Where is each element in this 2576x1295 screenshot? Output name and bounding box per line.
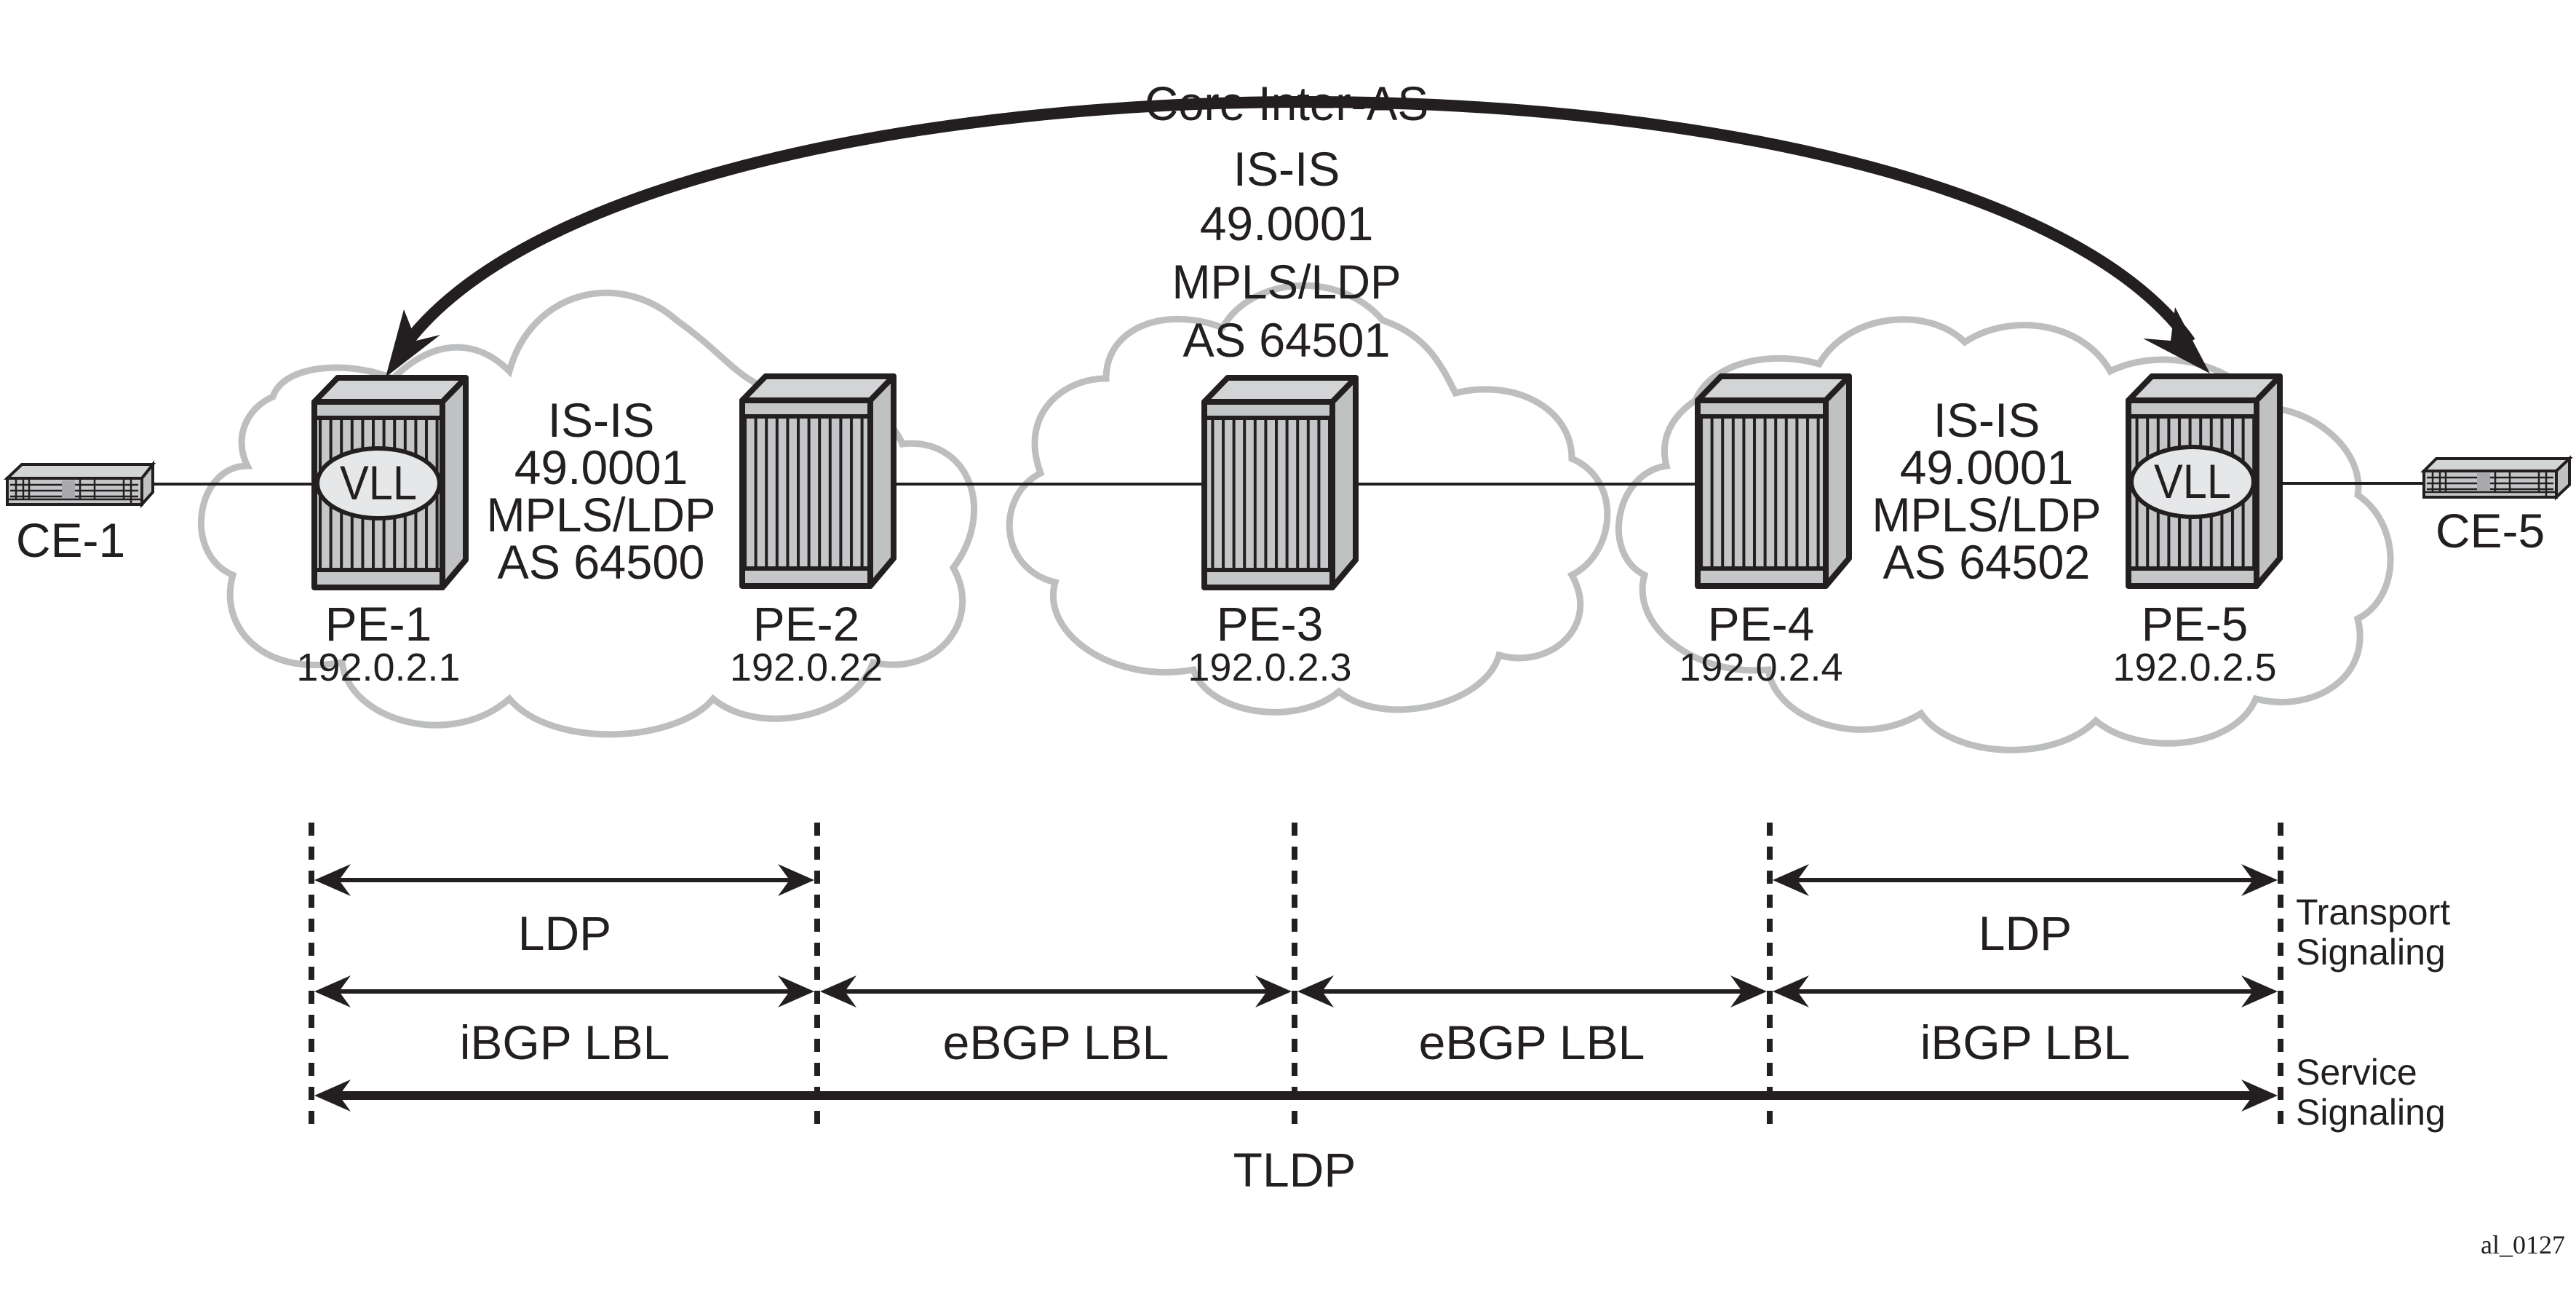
ce-top bbox=[2420, 457, 2574, 472]
bgp-segment-3-label: eBGP LBL bbox=[1419, 1015, 1645, 1069]
arc-arrowhead-right bbox=[2143, 307, 2210, 373]
arrowhead-left bbox=[1773, 864, 1809, 896]
transport-arrow-2 bbox=[1773, 864, 2278, 896]
transport-ldp-right-label: LDP bbox=[1979, 906, 2072, 960]
vll-label: VLL bbox=[340, 456, 417, 510]
arrowhead-left bbox=[1297, 975, 1334, 1007]
bgp-arrow-4 bbox=[1773, 975, 2278, 1007]
arrowhead-right bbox=[1255, 975, 1292, 1007]
arrowhead-right bbox=[1730, 975, 1767, 1007]
pe-5-ip: 192.0.2.5 bbox=[2112, 646, 2276, 689]
vll-label: VLL bbox=[2154, 454, 2231, 508]
domain-as64501-line3: MPLS/LDP bbox=[1172, 255, 1402, 309]
domain-as64500-line1: IS-IS bbox=[548, 393, 655, 447]
arrowhead-right bbox=[778, 864, 814, 896]
domain-label-as64502: IS-IS 49.0001 MPLS/LDP AS 64502 bbox=[1872, 393, 2102, 589]
domain-label-as64501: IS-IS 49.0001 MPLS/LDP AS 64501 bbox=[1172, 142, 1402, 367]
arc-arrowhead-left bbox=[386, 309, 440, 377]
bgp-arrow-2 bbox=[820, 975, 1292, 1007]
pe-3-name: PE-3 bbox=[1217, 597, 1324, 651]
arrowhead-left bbox=[1773, 975, 1809, 1007]
node-labels: PE-1 192.0.2.1 PE-2 192.0.22 PE-3 192.0.… bbox=[296, 597, 2276, 689]
ce-port-block bbox=[62, 480, 75, 498]
signaling-arrows bbox=[314, 864, 2278, 1112]
domain-label-as64500: IS-IS 49.0001 MPLS/LDP AS 64500 bbox=[487, 393, 716, 589]
domain-as64502-line4: AS 64502 bbox=[1883, 535, 2091, 589]
arrowhead-left bbox=[820, 975, 856, 1007]
domain-as64502-line2: 49.0001 bbox=[1900, 440, 2074, 494]
vll-service-badge: VLL bbox=[2129, 445, 2256, 519]
router-side bbox=[440, 375, 469, 590]
tldp-arrow bbox=[314, 1080, 2278, 1112]
ce-top bbox=[3, 463, 156, 480]
signaling-section: LDP LDP iBGP LBL eBGP LBL eBGP LBL iBGP … bbox=[309, 823, 2450, 1197]
arrowhead-right bbox=[2241, 864, 2278, 896]
domain-as64501-line2: 49.0001 bbox=[1200, 197, 1374, 250]
arrowhead-right bbox=[2241, 1080, 2278, 1112]
tldp-label: TLDP bbox=[1233, 1143, 1356, 1197]
transport-signaling-label-line2: Signaling bbox=[2296, 932, 2446, 973]
transport-ldp-left-label: LDP bbox=[518, 906, 611, 960]
router-slots bbox=[1207, 418, 1329, 569]
domain-as64502-line3: MPLS/LDP bbox=[1872, 488, 2102, 542]
router-side bbox=[2254, 373, 2283, 589]
arrowhead-right bbox=[778, 975, 814, 1007]
arrowhead-left bbox=[314, 975, 351, 1007]
arrowhead-left bbox=[314, 1080, 351, 1112]
domain-as64500-line4: AS 64500 bbox=[498, 535, 705, 589]
pe-1-name: PE-1 bbox=[325, 597, 432, 651]
node-boundaries bbox=[309, 823, 2283, 1132]
bgp-arrow-3 bbox=[1297, 975, 1767, 1007]
bgp-segment-2-label: eBGP LBL bbox=[943, 1015, 1169, 1069]
pe-5-name: PE-5 bbox=[2142, 597, 2249, 651]
vll-ellipse bbox=[2129, 445, 2256, 519]
pe-4-router[interactable] bbox=[1695, 373, 1852, 589]
ce-1-device[interactable] bbox=[3, 460, 156, 509]
arrowhead-left bbox=[314, 864, 351, 896]
vll-ellipse bbox=[315, 446, 442, 520]
domain-as64502-line1: IS-IS bbox=[1933, 393, 2040, 447]
core-inter-as-label: Core Inter-AS bbox=[1145, 76, 1428, 130]
bgp-segment-1-label: iBGP LBL bbox=[460, 1015, 670, 1069]
core-inter-as-arc: Core Inter-AS bbox=[386, 76, 2210, 377]
router-side bbox=[1329, 375, 1359, 590]
router-side bbox=[1823, 373, 1852, 589]
pe-2-router[interactable] bbox=[739, 373, 897, 589]
pe-1-router[interactable]: VLL bbox=[311, 375, 469, 590]
ce-5-device[interactable] bbox=[2420, 455, 2574, 501]
pe-5-router[interactable]: VLL bbox=[2126, 373, 2283, 589]
domain-as64500-line2: 49.0001 bbox=[514, 440, 688, 494]
pe-2-ip: 192.0.22 bbox=[730, 646, 883, 689]
vll-service-badge: VLL bbox=[315, 446, 442, 520]
pe-3-ip: 192.0.2.3 bbox=[1188, 646, 1351, 689]
ce-1-label: CE-1 bbox=[16, 513, 125, 567]
pe-3-router[interactable] bbox=[1201, 375, 1359, 590]
router-side bbox=[867, 373, 897, 589]
domain-as64501-line1: IS-IS bbox=[1233, 142, 1340, 196]
bgp-arrow-1 bbox=[314, 975, 814, 1007]
domain-as64500-line3: MPLS/LDP bbox=[487, 488, 716, 542]
bgp-segment-4-label: iBGP LBL bbox=[1920, 1015, 2131, 1069]
router-slots bbox=[1701, 416, 1823, 567]
domain-as64501-line4: AS 64501 bbox=[1183, 313, 1391, 367]
figure-id: al_0127 bbox=[2481, 1230, 2565, 1259]
transport-arrow-1 bbox=[314, 864, 814, 896]
pe-4-name: PE-4 bbox=[1708, 597, 1815, 651]
arrowhead-right bbox=[2241, 975, 2278, 1007]
ce-port-block bbox=[2477, 473, 2490, 491]
router-slots bbox=[745, 416, 867, 567]
service-signaling-label-line2: Signaling bbox=[2296, 1092, 2446, 1133]
pe-routers: VLL VLL bbox=[311, 373, 2283, 590]
pe-2-name: PE-2 bbox=[753, 597, 860, 651]
arc-line bbox=[402, 96, 2195, 346]
transport-signaling-label-line1: Transport bbox=[2296, 892, 2450, 932]
ce-5-label: CE-5 bbox=[2436, 504, 2545, 558]
pe-4-ip: 192.0.2.4 bbox=[1679, 646, 1842, 689]
links bbox=[153, 482, 2424, 486]
service-signaling-label-line1: Service bbox=[2296, 1052, 2417, 1093]
pe-1-ip: 192.0.2.1 bbox=[296, 646, 460, 689]
